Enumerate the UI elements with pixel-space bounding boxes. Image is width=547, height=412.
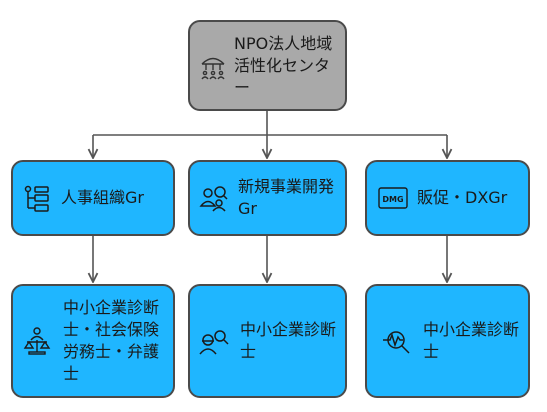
- group-label-sales-dx: 販促・DXGr: [417, 188, 508, 207]
- org-chart-icon: [21, 184, 53, 212]
- people-search-icon: [198, 184, 230, 212]
- root-label: NPO法人地域活性化センター: [234, 33, 333, 97]
- group-label-hr: 人事組織Gr: [61, 188, 144, 207]
- role-node-sme-consultant-2[interactable]: 中小企業診断士: [365, 284, 530, 398]
- pulse-magnifier-icon: [381, 327, 413, 355]
- group-node-new-business[interactable]: 新規事業開発Gr: [188, 160, 347, 236]
- root-node[interactable]: NPO法人地域活性化センター: [188, 20, 347, 111]
- role-label-consultants: 中小企業診断士・社会保険労務士・弁護士: [63, 298, 160, 383]
- group-node-hr[interactable]: 人事組織Gr: [11, 160, 175, 236]
- role-node-consultants[interactable]: 中小企業診断士・社会保険労務士・弁護士: [11, 284, 175, 398]
- group-label-new-business: 新規事業開発Gr: [238, 177, 335, 218]
- role-label-sme-consultant-2: 中小企業診断士: [423, 320, 520, 361]
- role-label-sme-consultant-1: 中小企業診断士: [240, 320, 337, 361]
- scales-person-icon: [21, 327, 53, 355]
- group-node-sales-dx[interactable]: DMG 販促・DXGr: [365, 160, 530, 236]
- person-magnifier-icon: [198, 327, 230, 355]
- dmg-badge-icon: DMG: [377, 187, 409, 209]
- dmg-badge-text: DMG: [382, 195, 403, 204]
- building-people-icon: [198, 52, 228, 80]
- role-node-sme-consultant-1[interactable]: 中小企業診断士: [188, 284, 347, 398]
